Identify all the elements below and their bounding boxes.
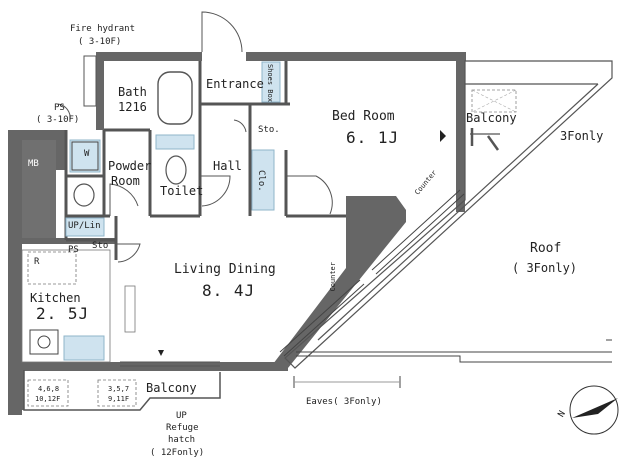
kitchen-label: Kitchen bbox=[30, 291, 81, 305]
sink-icon bbox=[73, 183, 95, 207]
hatch-box-left bbox=[27, 379, 69, 407]
bath-label: Bath bbox=[118, 85, 147, 99]
fixtures bbox=[63, 61, 281, 361]
bed-room-label: Bed Room bbox=[332, 109, 395, 124]
mb-label: MB bbox=[28, 159, 39, 169]
balcony-bottom-label: Balcony bbox=[146, 381, 197, 395]
hatch-left-line1: 4,6,8 bbox=[38, 385, 60, 393]
toilet-label: Toilet bbox=[160, 184, 204, 198]
diagonal-windows bbox=[279, 189, 465, 357]
entry-arrow-icon bbox=[440, 130, 446, 142]
refuge-label-line3: ( 12Fonly) bbox=[150, 448, 205, 458]
bottom-balcony-structure bbox=[23, 361, 221, 411]
closet-label: Clo. bbox=[256, 170, 266, 192]
entrance-label: Entrance bbox=[206, 77, 264, 91]
washer-mark-label: W bbox=[84, 149, 90, 159]
counter-living-label: Counter bbox=[329, 262, 337, 292]
shoes-box-label: Shoes Box bbox=[266, 64, 274, 102]
right-balcony-structure bbox=[284, 60, 613, 369]
roof-floors-label: ( 3Fonly) bbox=[512, 261, 578, 275]
powder-room-label-line2: Room bbox=[111, 174, 140, 188]
living-dining-size-label: 8. 4J bbox=[202, 281, 256, 300]
fridge-mark-label: R bbox=[34, 257, 40, 267]
balcony-arrow-icon bbox=[158, 350, 164, 356]
hatch-right-line1: 3,5,7 bbox=[108, 385, 130, 393]
washer-icon bbox=[71, 141, 99, 171]
roof-label: Roof bbox=[530, 241, 562, 256]
bath-size-label: 1216 bbox=[118, 100, 147, 114]
fire-hydrant-floors-label: ( 3-10F) bbox=[78, 37, 122, 47]
balcony-right-floors-label: 3Fonly bbox=[560, 129, 604, 143]
balcony-ac-unit-outline bbox=[471, 89, 517, 113]
compass-icon bbox=[569, 385, 619, 435]
bathtub-icon bbox=[157, 71, 193, 125]
stove-icon bbox=[29, 329, 59, 355]
hall-label: Hall bbox=[213, 159, 242, 173]
mb-box bbox=[22, 140, 56, 238]
interior-walls bbox=[64, 61, 346, 260]
powder-room-label-line1: Powder bbox=[108, 159, 152, 173]
living-dining-label: Living Dining bbox=[174, 262, 276, 277]
eaves-lines bbox=[293, 339, 612, 388]
balcony-right-label: Balcony bbox=[466, 111, 517, 125]
fire-hydrant-label: Fire hydrant bbox=[70, 24, 136, 34]
kitchen-size-label: 2. 5J bbox=[36, 304, 90, 323]
ps-mid-label: PS bbox=[68, 245, 79, 255]
hatch-right-line2: 9,11F bbox=[108, 395, 130, 403]
up-lin-label: UP/Lin bbox=[68, 221, 101, 231]
refuge-label-line1: Refuge bbox=[166, 423, 199, 433]
eaves-label: Eaves( 3Fonly) bbox=[306, 397, 382, 407]
kitchen-hood bbox=[124, 285, 136, 333]
toilet-icon bbox=[165, 155, 187, 185]
kitchen-counter-line bbox=[21, 249, 111, 363]
up-label: UP bbox=[176, 411, 187, 421]
bed-room-size-label: 6. 1J bbox=[346, 128, 400, 147]
storage-mid-label: Sto bbox=[92, 241, 109, 251]
hatch-left-line2: 10,12F bbox=[35, 395, 61, 403]
storage-top-label: Sto. bbox=[258, 125, 280, 135]
refuge-label-line2: hatch bbox=[168, 435, 196, 445]
ps-top-label: PS bbox=[54, 103, 65, 113]
hatch-box-right bbox=[97, 379, 137, 407]
ps-top-floors-label: ( 3-10F) bbox=[36, 115, 80, 125]
fire-hydrant-box bbox=[83, 55, 97, 107]
door-swings bbox=[57, 11, 333, 263]
